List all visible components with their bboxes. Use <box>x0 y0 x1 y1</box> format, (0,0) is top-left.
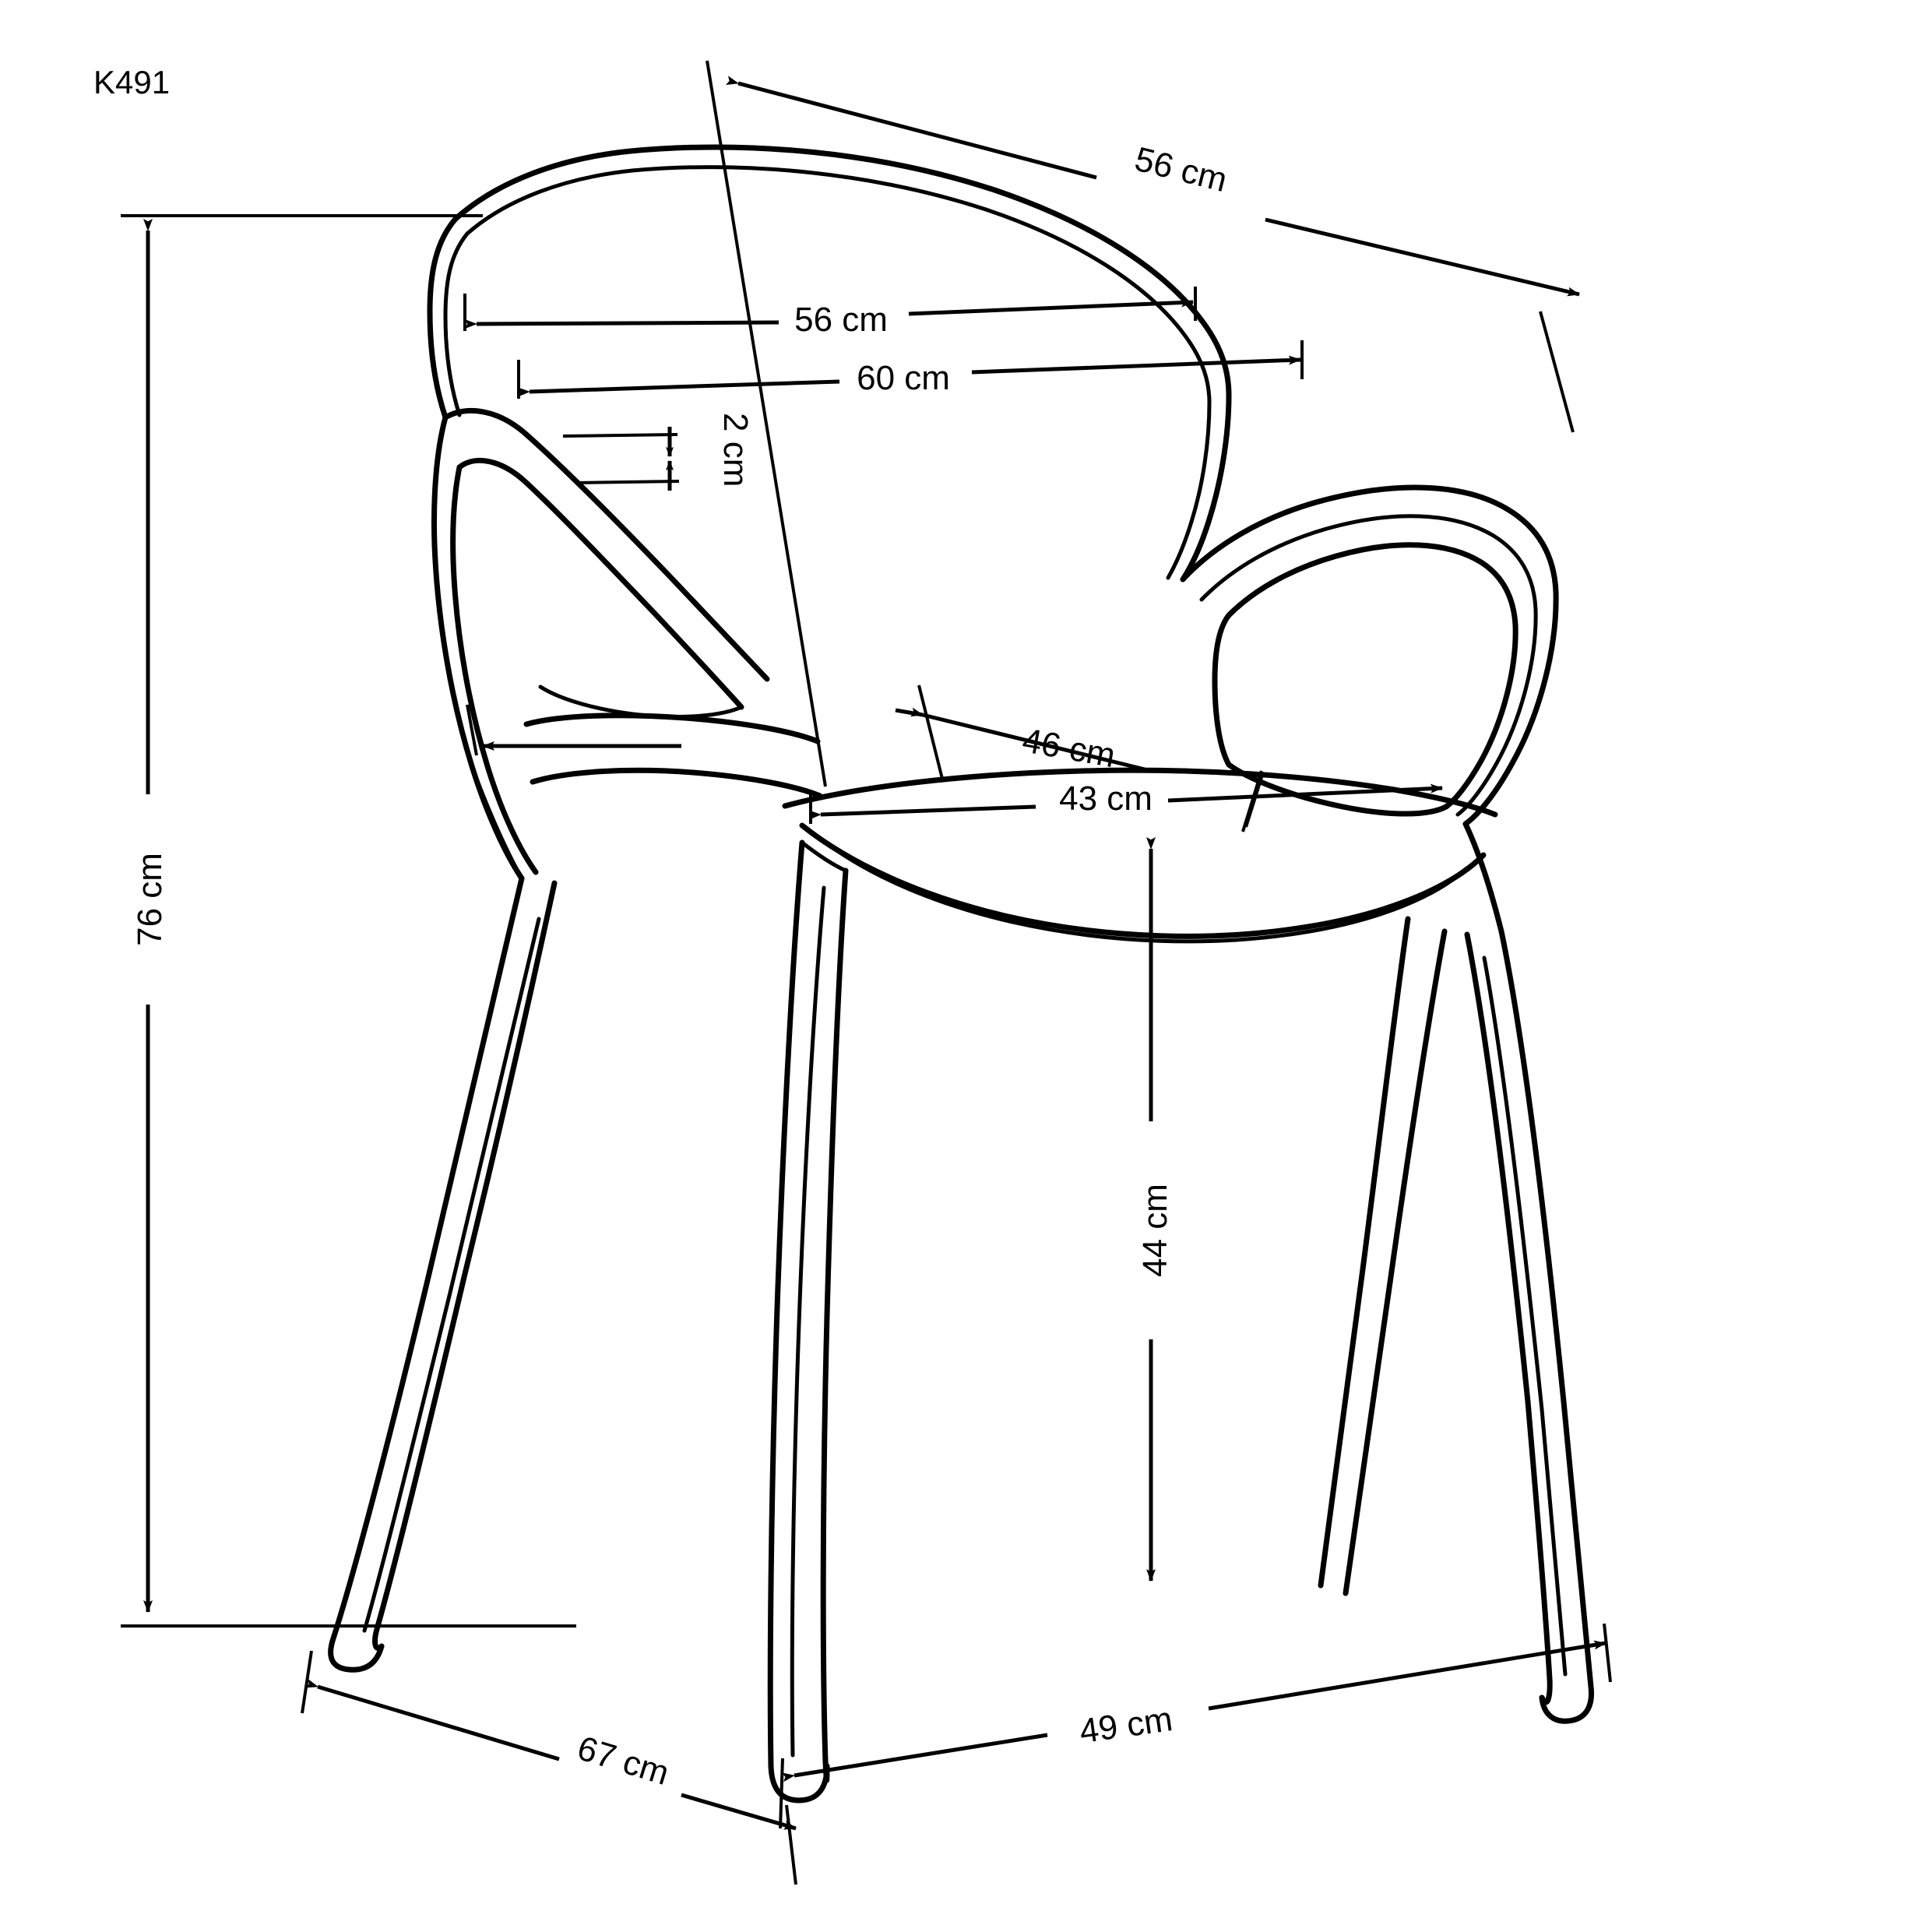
dim-49-ext-right <box>1603 1623 1612 1683</box>
dim-60-line-a <box>517 379 840 397</box>
dim-2-ext-upper <box>562 433 678 438</box>
dim-56-diag-line-b <box>1265 217 1580 297</box>
dim-56-line-a <box>464 319 779 329</box>
left-armrest-aperture <box>538 684 744 719</box>
dim-46-line <box>910 707 1145 772</box>
dim-46-ext-left <box>917 684 944 779</box>
dim-56-diag-ext-right <box>1539 311 1575 433</box>
dim-43-label: 43 cm <box>1059 779 1153 818</box>
backrest-right-sweep <box>1180 392 1232 582</box>
dim-49-label: 49 cm <box>1077 1700 1174 1751</box>
right-armrest-front-drop <box>1462 821 1504 934</box>
seat-center-leg-junction <box>800 840 848 873</box>
center-rear-leg-inner <box>820 867 849 1783</box>
dim-46-label: 46 cm <box>1019 721 1118 775</box>
right-armrest-outer-loop <box>1180 484 1559 827</box>
left-armrest-post-inner <box>450 464 539 875</box>
right-front-leg-outer <box>1343 928 1448 1596</box>
seat-front-lower-edge <box>799 822 1487 939</box>
left-armrest-inner <box>456 457 744 710</box>
dim-56-diag-ext-left <box>706 60 827 787</box>
center-rear-leg-outer <box>767 839 830 1804</box>
backrest-inner-left-edge <box>443 231 470 417</box>
backrest-left-edge <box>427 216 459 421</box>
dim-46-line-b <box>895 708 924 717</box>
dim-56-diag-line-a <box>725 76 1097 180</box>
model-label: K491 <box>93 64 170 100</box>
dim-76-label: 76 cm <box>131 853 169 946</box>
right-rear-leg-seam <box>1482 955 1568 1677</box>
center-rear-leg-seam <box>790 885 826 1758</box>
right-front-leg-inner <box>1318 916 1411 1589</box>
dim-2-label: 2 cm <box>716 413 755 487</box>
dim-60-label: 60 cm <box>857 359 950 397</box>
dim-56-label: 56 cm <box>794 301 888 339</box>
dim-67-label: 67 cm <box>573 1729 674 1793</box>
left-post-to-leg-seam <box>470 764 524 881</box>
dim-56-line-b <box>908 297 1194 316</box>
left-armrest-outer <box>442 407 770 682</box>
right-armrest-inner-band <box>1199 514 1538 817</box>
right-armrest-aperture <box>1212 542 1519 817</box>
dim-56-diag-label: 56 cm <box>1131 140 1230 200</box>
left-front-leg-seam <box>362 917 541 1633</box>
dim-49-line-a <box>782 1733 1048 1782</box>
backrest-outer-shell <box>452 144 1232 399</box>
dim-43-ext-right <box>1241 770 1263 832</box>
right-rear-leg-outer <box>1498 928 1595 1724</box>
chair-outline-group <box>318 144 1595 1804</box>
dim-44-label: 44 cm <box>1136 1184 1174 1277</box>
dim-67-line-a <box>304 1678 560 1761</box>
dim-2-leader-tick <box>466 704 478 756</box>
backrest-right-sweep-inner <box>1166 400 1212 580</box>
right-rear-leg-inner <box>1464 931 1553 1705</box>
left-front-leg-inner <box>372 880 558 1651</box>
left-seat-side-rail-bottom <box>530 767 823 799</box>
dim-49-line-b <box>1208 1640 1606 1711</box>
dim-49-ext-left <box>779 1758 784 1829</box>
dim-67-ext-right <box>785 1804 797 1885</box>
dim-43-line-a <box>808 804 1036 820</box>
left-seat-side-rail-top <box>523 713 821 744</box>
dim-67-ext-left <box>301 1650 313 1714</box>
dim-60-line-b <box>971 355 1301 375</box>
backrest-inner-shell <box>465 165 1212 405</box>
dim-2-ext-lower <box>575 480 680 484</box>
dimension-annotations: 76 cm 56 cm 56 cm 60 cm 2 cm <box>121 60 1612 1885</box>
left-armrest-post-outer <box>431 414 525 882</box>
left-front-leg-outer <box>328 875 525 1673</box>
dim-43-line-b <box>1167 783 1443 803</box>
dim-43-tick-mid <box>1244 772 1265 828</box>
dim-67-line-b <box>681 1793 797 1831</box>
seat-top-edge <box>782 767 1498 818</box>
